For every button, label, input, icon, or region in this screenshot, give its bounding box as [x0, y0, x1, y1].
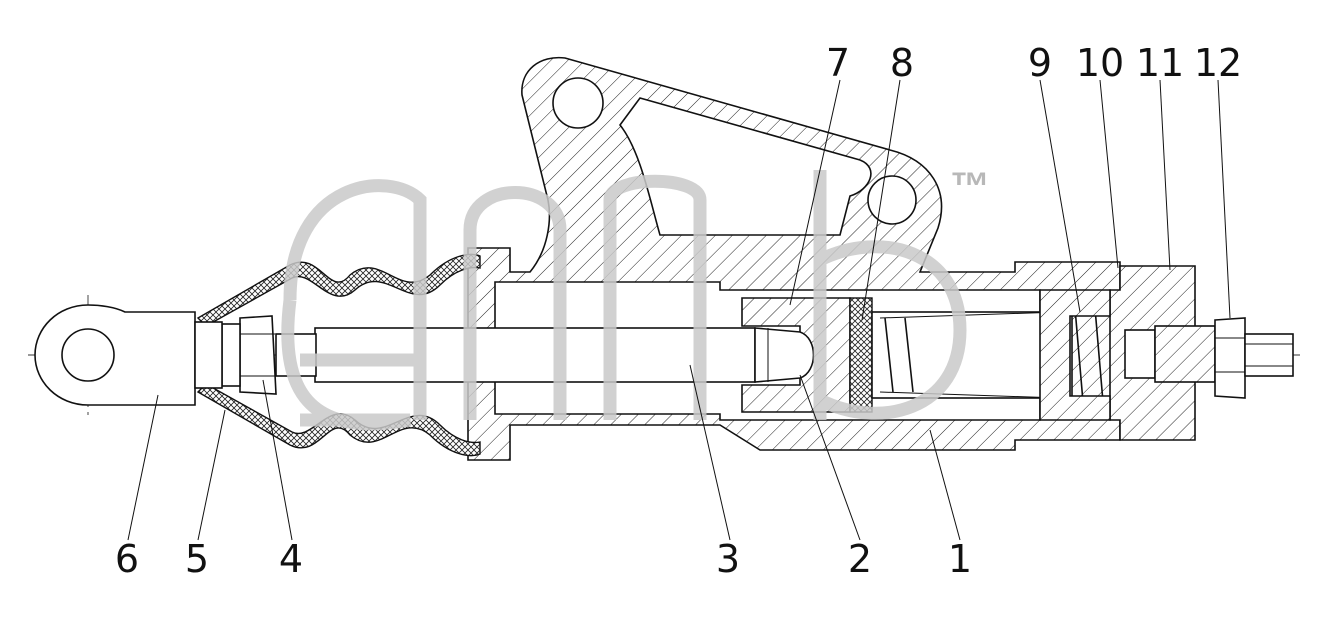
outlet-thread — [1244, 333, 1294, 377]
bracket-window — [618, 97, 872, 236]
callout-7: 7 — [826, 41, 850, 85]
protective-boot — [196, 253, 481, 327]
callout-8: 8 — [890, 41, 914, 85]
lock-nut — [239, 315, 277, 395]
callout-6: 6 — [115, 537, 139, 581]
mounting-hole-lower — [867, 175, 917, 225]
push-rod-tip — [754, 327, 815, 383]
callout-2: 2 — [848, 537, 872, 581]
callout-3: 3 — [716, 537, 740, 581]
outlet-fitting — [1154, 325, 1216, 383]
outlet-nut — [1214, 317, 1246, 399]
watermark-logo: ™ — [281, 165, 990, 431]
mounting-hole-upper — [552, 77, 604, 129]
callout-5: 5 — [185, 537, 209, 581]
return-spring — [871, 307, 1104, 403]
watermark-trademark: ™ — [950, 165, 990, 209]
callout-4: 4 — [279, 537, 303, 581]
piston-seal — [849, 297, 873, 413]
callout-11: 11 — [1136, 41, 1184, 85]
leader-lines — [127, 79, 1231, 541]
callout-1: 1 — [948, 537, 972, 581]
clevis-eye — [34, 304, 196, 406]
end-cap-bore — [1124, 329, 1156, 379]
valve-sleeve — [1039, 289, 1111, 421]
clevis-hole — [61, 328, 115, 382]
washer — [221, 323, 241, 387]
callout-12: 12 — [1194, 41, 1242, 85]
callout-9: 9 — [1028, 41, 1052, 85]
clevis-neck — [194, 321, 223, 389]
callout-10: 10 — [1076, 41, 1124, 85]
